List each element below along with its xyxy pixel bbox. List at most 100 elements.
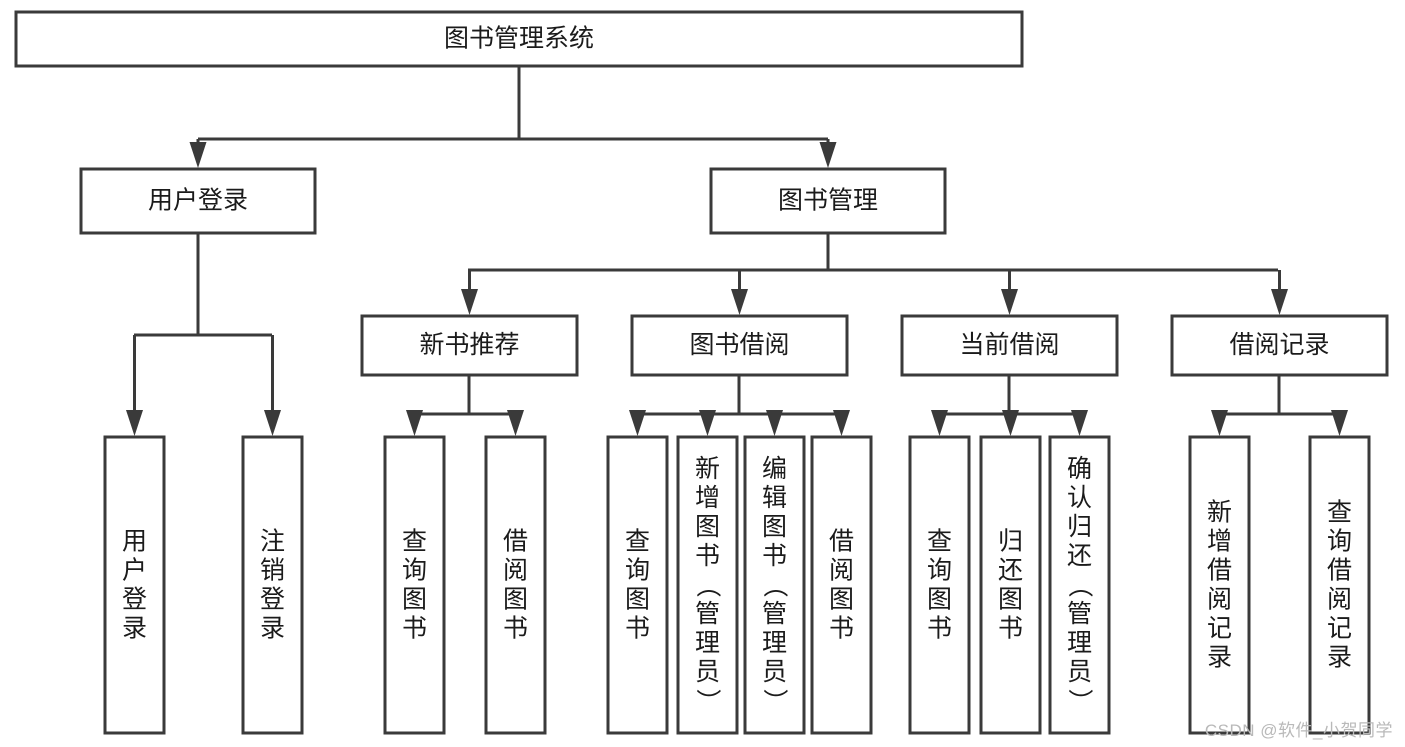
node-box-root[interactable] <box>14 10 1024 68</box>
drop-user-login-arrowhead <box>189 142 207 168</box>
drop-new-book-rec-arrowhead <box>461 289 478 315</box>
node-label-char: 录 <box>1327 644 1352 672</box>
drop-leaf-confirm-return-arrowhead <box>1071 410 1088 436</box>
node-label-borrow-record: 借阅记录 <box>1229 331 1329 359</box>
node-label-book-manage: 图书管理 <box>778 187 878 215</box>
node-label-char: 管 <box>1067 600 1092 628</box>
node-label-char: 记 <box>1327 615 1352 643</box>
node-label-char: 新 <box>1207 499 1232 527</box>
node-layer: 图书管理系统用户登录图书管理新书推荐图书借阅当前借阅借阅记录用户登录注销登录查询… <box>14 10 1389 735</box>
node-label-char: 书 <box>829 615 854 643</box>
node-label-char: 图 <box>998 586 1023 614</box>
node-label-char: 询 <box>927 557 952 585</box>
node-label-char: 询 <box>402 557 427 585</box>
node-box-user-login[interactable] <box>79 167 317 235</box>
drop-leaf-logout-login-arrowhead <box>264 410 281 436</box>
node-box-new-book-rec[interactable] <box>360 314 579 377</box>
node-label-char: 登 <box>122 586 147 614</box>
node-label-char: 确 <box>1067 455 1092 483</box>
node-label-char: 询 <box>625 557 650 585</box>
node-box-leaf-borrow-book-2[interactable] <box>810 435 873 735</box>
node-label-char: 归 <box>1067 513 1092 541</box>
node-label-char: 书 <box>762 542 787 570</box>
node-label-char: 借 <box>1327 557 1352 585</box>
drop-leaf-borrow-book-2-arrowhead <box>833 410 850 436</box>
node-box-current-borrow[interactable] <box>900 314 1119 377</box>
watermark-text: CSDN @软件_小贺同学 <box>1204 721 1393 740</box>
node-box-leaf-add-record[interactable] <box>1188 435 1251 735</box>
node-new-book-rec[interactable]: 新书推荐 <box>360 314 579 377</box>
drop-leaf-query-book-1-arrowhead <box>406 410 423 436</box>
node-label-char: 查 <box>927 528 952 556</box>
node-label-char: 图 <box>762 513 787 541</box>
node-book-manage[interactable]: 图书管理 <box>709 167 947 235</box>
node-leaf-user-login[interactable]: 用户登录 <box>103 435 166 735</box>
connector-layer <box>126 66 1348 436</box>
node-box-leaf-add-book[interactable] <box>676 435 739 735</box>
node-label-char: 归 <box>998 528 1023 556</box>
node-label-char: 增 <box>1207 528 1232 556</box>
node-box-book-manage[interactable] <box>709 167 947 235</box>
node-label-char: 图 <box>402 586 427 614</box>
node-label-char: 录 <box>260 615 285 643</box>
node-label-char: 辑 <box>762 484 787 512</box>
node-label-char: （ <box>694 573 722 598</box>
node-label-char: 员 <box>762 658 787 686</box>
node-box-leaf-user-login[interactable] <box>103 435 166 735</box>
node-box-leaf-edit-book[interactable] <box>743 435 806 735</box>
drop-leaf-query-book-2-arrowhead <box>629 410 646 436</box>
node-box-leaf-query-book-1[interactable] <box>383 435 446 735</box>
node-label-char: （ <box>1066 573 1094 598</box>
node-label-char: 查 <box>402 528 427 556</box>
node-borrow-record[interactable]: 借阅记录 <box>1170 314 1389 377</box>
node-label-char: 用 <box>122 528 147 556</box>
node-box-book-borrow[interactable] <box>630 314 849 377</box>
drop-leaf-query-book-3-arrowhead <box>931 410 948 436</box>
node-box-leaf-return-book[interactable] <box>979 435 1042 735</box>
node-label-user-login: 用户登录 <box>148 187 248 215</box>
node-label-char: 编 <box>762 455 787 483</box>
node-box-leaf-logout-login[interactable] <box>241 435 304 735</box>
node-label-char: 书 <box>503 615 528 643</box>
node-box-leaf-query-record[interactable] <box>1308 435 1371 735</box>
node-box-leaf-query-book-2[interactable] <box>606 435 669 735</box>
node-box-borrow-record[interactable] <box>1170 314 1389 377</box>
node-label-char: 图 <box>503 586 528 614</box>
node-box-leaf-query-book-3[interactable] <box>908 435 971 735</box>
node-label-char: 图 <box>695 513 720 541</box>
node-label-char: 书 <box>625 615 650 643</box>
node-label-char: 认 <box>1067 484 1092 512</box>
node-label-char: 还 <box>1067 542 1092 570</box>
node-current-borrow[interactable]: 当前借阅 <box>900 314 1119 377</box>
node-label-char: 记 <box>1207 615 1232 643</box>
node-label-char: 查 <box>625 528 650 556</box>
node-label-char: 注 <box>260 528 285 556</box>
node-box-leaf-borrow-book-1[interactable] <box>484 435 547 735</box>
node-label-char: 销 <box>260 557 285 585</box>
node-label-char: ） <box>1066 689 1094 714</box>
node-label-char: 理 <box>1067 629 1092 657</box>
node-label-char: 阅 <box>1327 586 1352 614</box>
drop-leaf-edit-book-arrowhead <box>766 410 783 436</box>
node-box-leaf-confirm-return[interactable] <box>1048 435 1111 735</box>
node-user-login[interactable]: 用户登录 <box>79 167 317 235</box>
node-root[interactable]: 图书管理系统 <box>14 10 1024 68</box>
node-label-char: 增 <box>695 484 720 512</box>
node-book-borrow[interactable]: 图书借阅 <box>630 314 849 377</box>
node-label-char: 借 <box>829 528 854 556</box>
drop-book-borrow-arrowhead <box>731 289 748 315</box>
node-label-current-borrow: 当前借阅 <box>959 331 1059 359</box>
